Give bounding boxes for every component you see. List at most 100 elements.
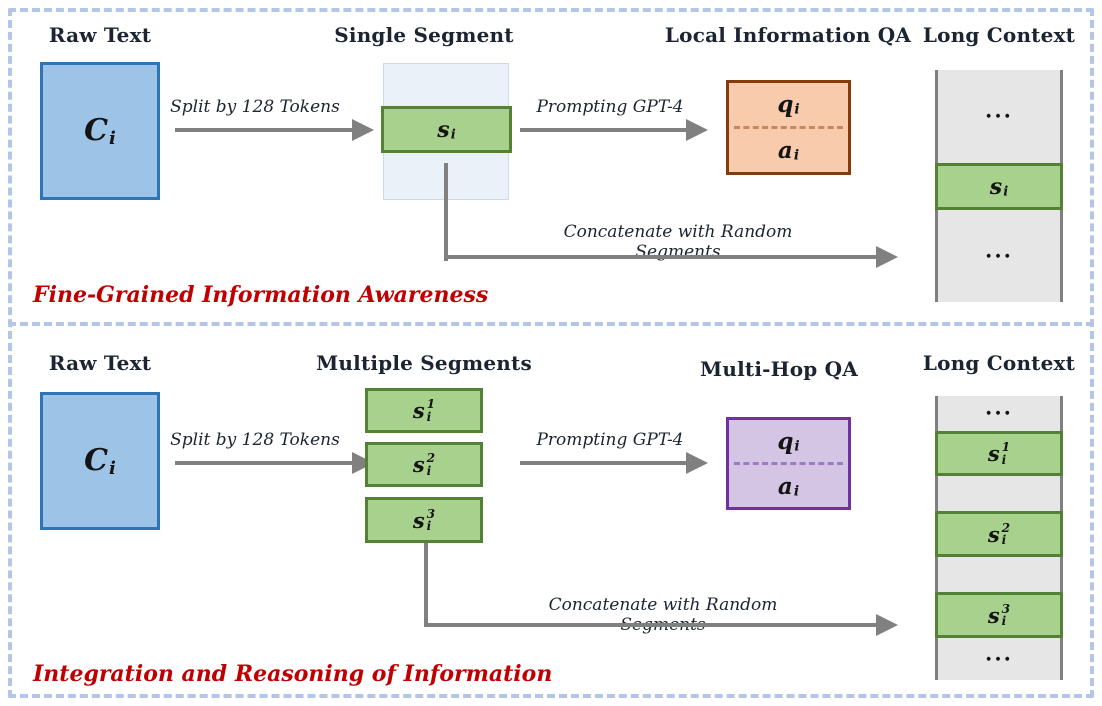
segment-symbol-sup: 1 xyxy=(1001,440,1011,455)
segment-symbol-sup: 2 xyxy=(1001,520,1011,535)
concat-connector-vertical xyxy=(424,543,428,627)
segment-symbol-sup: 3 xyxy=(1001,601,1011,616)
segment-symbol-sub: i xyxy=(426,409,432,424)
raw-text-title: Raw Text xyxy=(48,23,152,47)
arrowhead-icon xyxy=(686,452,708,474)
segment-symbol-base: s xyxy=(412,507,425,533)
context-cell-ellipsis: ... xyxy=(938,638,1060,680)
concat-arrow xyxy=(424,614,898,636)
split-arrow xyxy=(175,119,374,141)
concat-arrow xyxy=(444,246,898,268)
concat-connector-vertical xyxy=(444,163,448,261)
arrowhead-icon xyxy=(686,119,708,141)
answer-symbol-base: a xyxy=(777,137,793,164)
arrowhead-icon xyxy=(352,119,374,141)
segment-symbol-sub: i xyxy=(450,127,456,143)
segment-symbol-base: s xyxy=(989,173,1003,200)
segment-symbol-sub: i xyxy=(1001,452,1007,467)
ellipsis-text: ... xyxy=(985,97,1013,123)
segment-symbol-sub: i xyxy=(1001,533,1007,547)
context-cell-gray xyxy=(938,476,1060,511)
segment-symbol-sup: 3 xyxy=(426,506,436,521)
prompting-arrow-label: Prompting GPT-4 xyxy=(536,97,684,117)
context-cell-gray xyxy=(938,557,1060,592)
question-symbol-sub: i xyxy=(794,438,800,455)
caption-integration-reasoning: Integration and Reasoning of Information xyxy=(33,661,553,687)
context-cell-ellipsis: ... xyxy=(938,394,1060,431)
corpus-symbol-base: C xyxy=(84,443,109,478)
segment-symbol-base: s xyxy=(412,398,425,423)
question-symbol-base: q xyxy=(777,91,794,118)
segment-symbol-sub: i xyxy=(1001,614,1007,628)
ellipsis-text: ... xyxy=(985,640,1013,666)
question-symbol-sub: i xyxy=(794,101,800,118)
ellipsis-text: ... xyxy=(985,394,1013,420)
segment-symbol-sup: 2 xyxy=(426,451,436,466)
panel-divider-dashed-line xyxy=(8,322,1094,326)
context-cell-ellipsis: ... xyxy=(938,210,1060,302)
ellipsis-text: ... xyxy=(985,237,1013,263)
arrow-shaft xyxy=(175,461,352,465)
corpus-symbol-sub: i xyxy=(109,458,116,480)
multihop-qa-title: Multi-Hop QA xyxy=(700,357,858,381)
question-symbol-base: q xyxy=(777,427,794,455)
segment-symbol-base: s xyxy=(987,602,1000,628)
answer-symbol-base: a xyxy=(777,472,793,500)
long-context-title: Long Context xyxy=(922,351,1076,375)
segment-symbol-sup: 1 xyxy=(426,397,436,412)
prompting-arrow xyxy=(520,119,708,141)
caption-fine-grained: Fine-Grained Information Awareness xyxy=(33,282,489,308)
arrow-shaft xyxy=(424,623,876,627)
segment-symbol-base: s xyxy=(987,521,1000,547)
outer-dashed-frame xyxy=(8,8,1094,698)
segment-symbol-base: s xyxy=(437,116,450,143)
answer-symbol-sub: i xyxy=(793,147,800,164)
raw-text-title: Raw Text xyxy=(48,351,152,375)
arrowhead-icon xyxy=(876,614,898,636)
single-segment-title: Single Segment xyxy=(334,23,514,47)
arrow-shaft xyxy=(520,128,686,132)
arrow-shaft xyxy=(175,128,352,132)
segment-symbol-sub: i xyxy=(426,463,432,478)
segment-symbol-base: s xyxy=(412,452,425,477)
context-cell-ellipsis: ... xyxy=(938,70,1060,163)
arrowhead-icon xyxy=(876,246,898,268)
arrow-shaft xyxy=(520,461,686,465)
segment-symbol-sub: i xyxy=(1003,184,1009,200)
